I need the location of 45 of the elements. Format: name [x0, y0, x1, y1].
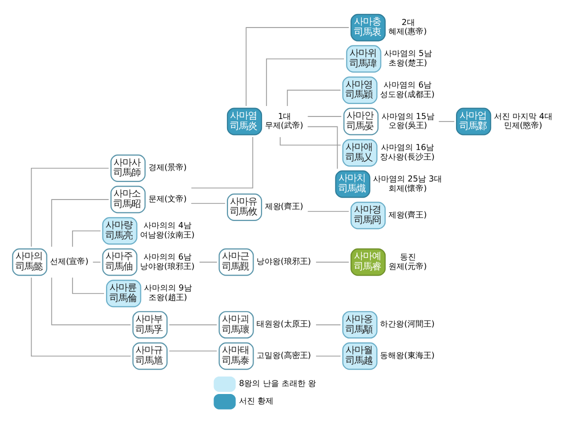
node-label: 사마염의 5남 초왕(楚王): [384, 48, 432, 68]
node-label: 낭야왕(琅邪王): [256, 256, 312, 266]
connector: [316, 356, 341, 357]
node-label: 사마염의 6남 성도왕(成都王): [380, 79, 435, 99]
node-label: 동진 원제(元帝): [388, 251, 427, 271]
connector: [72, 277, 104, 294]
connector: [30, 277, 132, 357]
connector: [316, 262, 350, 263]
node-label: 제왕(齊王): [264, 201, 304, 212]
connector: [190, 202, 226, 204]
node-label: 동해왕(東海王): [380, 350, 435, 360]
connector: [286, 90, 341, 106]
node-label: 태원왕(太原王): [256, 318, 312, 329]
connector: [266, 58, 344, 106]
node-label: 사마염의 25남 3대 회제(懷帝): [373, 173, 442, 193]
node-label: 고밀왕(高密王): [256, 350, 312, 360]
connector: [190, 136, 254, 188]
connector: [168, 324, 218, 326]
node-label: 1대 무제(武帝): [264, 110, 304, 130]
node-label: 2대 혜제(惠帝): [388, 16, 427, 36]
connector: [246, 27, 350, 106]
node-label: 사마의의 6남 낭야왕(琅邪王): [140, 251, 195, 271]
node-label: 문제(文帝): [148, 193, 187, 204]
legend-label: 서진 황제: [239, 396, 274, 406]
node-label: 선제(宣帝): [50, 256, 88, 266]
connector: [51, 199, 110, 248]
node-label: 서진 마지막 4대 민제(愍帝): [494, 110, 552, 130]
node-label: 제왕(齊王): [388, 209, 427, 220]
connector: [316, 324, 341, 326]
connector: [307, 126, 338, 170]
connector: [51, 277, 131, 326]
node-label: 사마염의 16남 장사왕(長沙王): [380, 142, 435, 162]
connector: [72, 230, 101, 248]
node-label: 사마염의 15남 오왕(吳王): [381, 110, 434, 130]
connector: [30, 168, 110, 248]
legend-label: 8왕의 난을 초래한 왕: [239, 378, 316, 388]
node-label: 사마의의 9남 조왕(趙王): [144, 282, 192, 302]
connector: [438, 121, 455, 122]
connector: [307, 210, 350, 212]
connector: [168, 350, 218, 352]
connector: [199, 262, 218, 263]
node-label: 하간왕(河間王): [380, 318, 435, 329]
node-label: 사마의의 4남 여남왕(汝南王): [140, 220, 195, 240]
connector: [307, 116, 342, 117]
node-label: 경제(景帝): [148, 162, 187, 172]
